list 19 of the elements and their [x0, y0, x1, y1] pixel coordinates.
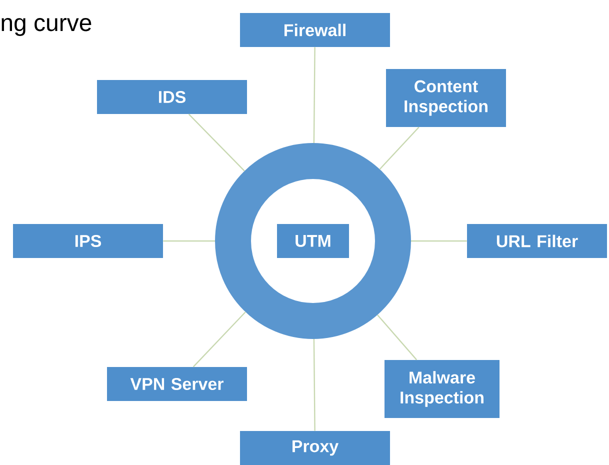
connector-line — [313, 47, 316, 144]
ring — [215, 143, 411, 339]
label-box: Malware Inspection — [384, 360, 500, 418]
connector-line — [313, 338, 316, 431]
label-box: VPN Server — [107, 367, 247, 401]
label-box: UTM — [277, 224, 349, 258]
label-box: IDS — [97, 80, 247, 114]
connector-line — [379, 126, 420, 170]
connector-line — [192, 312, 246, 368]
label-box: Proxy — [240, 431, 390, 465]
connector-line — [376, 314, 418, 360]
label-box: IPS — [13, 224, 163, 258]
connector-line — [411, 240, 467, 242]
label-box: URL Filter — [467, 224, 607, 258]
heading-text: ng curve — [2, 18, 92, 36]
connector-line — [163, 240, 215, 242]
label-box: Firewall — [240, 13, 390, 47]
connector-line — [188, 114, 245, 172]
label-box: Content Inspection — [386, 69, 506, 127]
